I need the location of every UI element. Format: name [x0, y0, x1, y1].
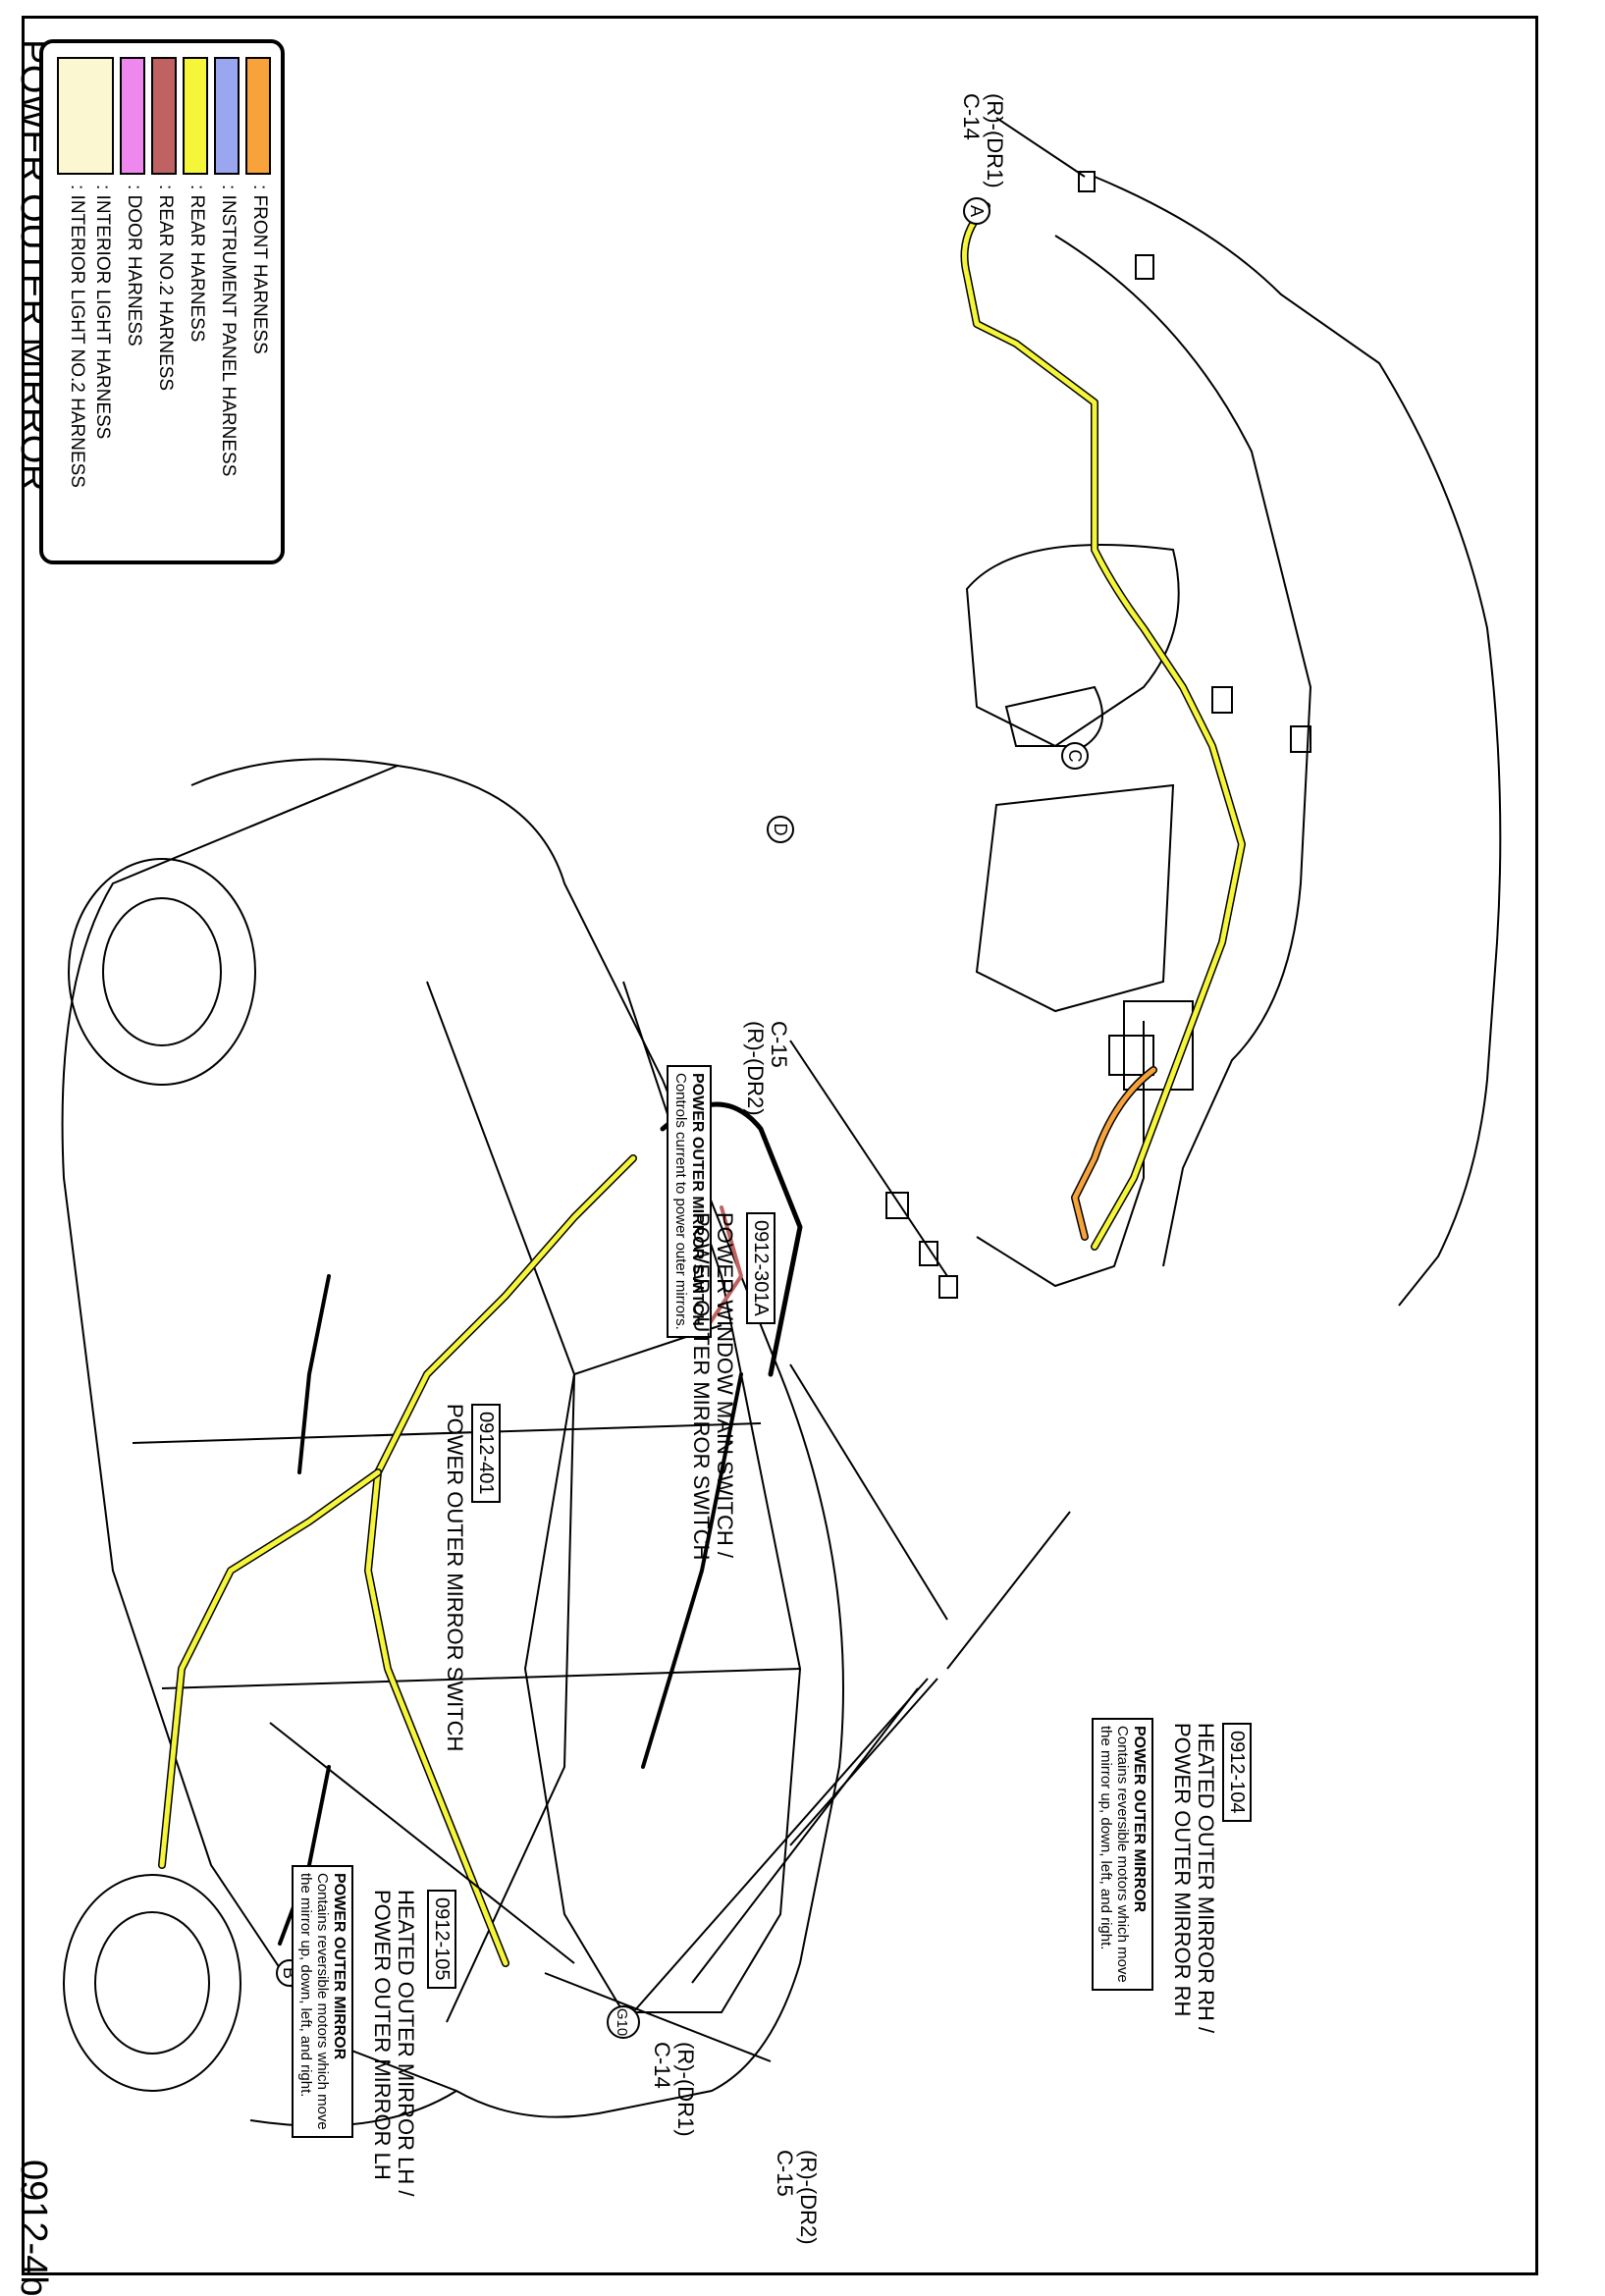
- armrest: [975, 783, 1175, 1013]
- switch-block-2: [1108, 1035, 1154, 1076]
- ref-0912-401[interactable]: 0912-401: [471, 1404, 501, 1503]
- speaker-outline: [1004, 685, 1103, 747]
- mirror-rh-description: POWER OUTER MIRROR Contains reversible m…: [1092, 1718, 1153, 1991]
- desc-text: the mirror up, down, left, and right.: [297, 1873, 314, 2098]
- leader-c15-top: [789, 1040, 948, 1277]
- car-body-outline: [61, 764, 844, 2118]
- connector: [1078, 171, 1096, 192]
- mirror-rh-label: HEATED OUTER MIRROR RH / POWER OUTER MIR…: [1170, 1723, 1218, 2034]
- connector: [1290, 725, 1311, 753]
- leader-c14-bottom: [691, 1687, 919, 1984]
- floor-line: [426, 981, 576, 2023]
- front-bumper: [190, 758, 399, 786]
- mirror-rh-line2: POWER OUTER MIRROR RH: [1170, 1723, 1195, 2017]
- leader-105: [789, 1678, 938, 1846]
- c14-bottom-line2: C-14: [650, 2042, 674, 2089]
- desc-text: Controls current to power outer mirrors.: [672, 1073, 689, 1330]
- front-wheel-inner: [102, 897, 222, 1046]
- desc-title: POWER OUTER MIRROR: [1131, 1726, 1148, 1913]
- door-lower: [976, 1021, 1145, 1288]
- ref-0912-105[interactable]: 0912-105: [427, 1890, 456, 1989]
- rear-wheel-inner: [94, 1911, 210, 2055]
- marker-c-label: C: [1065, 750, 1085, 763]
- door-panel-outline: [1094, 176, 1502, 1307]
- desc-text: Contains reversible motors which move: [1114, 1726, 1131, 1983]
- pw-main-switch-line2: POWER OUTER MIRROR SWITCH: [689, 1212, 714, 1561]
- desc-title: POWER OUTER MIRROR: [331, 1873, 348, 2060]
- rear-wheel: [63, 1874, 241, 2092]
- desc-text: the mirror up, down, left, and right.: [1097, 1726, 1114, 1950]
- c15-bottom-line2: C-15: [773, 2150, 797, 2197]
- rear-bumper: [249, 2090, 457, 2127]
- pw-main-switch-label: POWER WINDOW MAIN SWITCH / POWER OUTER M…: [689, 1212, 737, 1561]
- ref-0912-301a[interactable]: 0912-301A: [746, 1212, 776, 1324]
- marker-d-label: D: [771, 824, 790, 836]
- connector: [885, 1192, 909, 1219]
- c14-bottom-label: (R)-(DR1) C-14: [650, 2042, 698, 2137]
- c15-bottom-label: (R)-(DR2) C-15: [773, 2150, 821, 2245]
- door-panel-inner: [1054, 235, 1312, 1267]
- leader-c15-bottom: [544, 1972, 772, 2062]
- mirror-lh-label: HEATED OUTER MIRROR LH / POWER OUTER MIR…: [370, 1890, 418, 2197]
- switch-block: [1123, 1000, 1194, 1091]
- windshield: [523, 1324, 722, 2013]
- door-line-2: [161, 1668, 801, 1689]
- front-wheel: [68, 858, 256, 1086]
- c14-top-label: (R)-(DR1) C-14: [959, 93, 1007, 188]
- connector: [1135, 254, 1154, 280]
- leader-301a: [789, 1363, 948, 1621]
- mirror-rh-line1: HEATED OUTER MIRROR RH /: [1194, 1723, 1218, 2034]
- c14-bottom-line1: (R)-(DR1): [673, 2042, 698, 2137]
- ref-0912-104[interactable]: 0912-104: [1222, 1723, 1252, 1822]
- c15-top-label: C-15 (R)-(DR2): [743, 1021, 791, 1116]
- c15-bottom-line1: (R)-(DR2): [796, 2150, 821, 2245]
- mirror-switch-label: POWER OUTER MIRROR SWITCH: [443, 1404, 467, 1752]
- leader-104: [269, 1722, 575, 1964]
- connector: [1211, 686, 1233, 714]
- door-line: [132, 1422, 762, 1444]
- marker-a: [963, 197, 990, 225]
- c15-top-line1: C-15: [767, 1021, 791, 1068]
- marker-a-label: A: [967, 205, 987, 217]
- connector: [938, 1275, 958, 1299]
- marker-c: [1061, 742, 1089, 770]
- desc-text: Contains reversible motors which move: [314, 1873, 331, 2130]
- c15-top-line2: (R)-(DR2): [743, 1021, 768, 1116]
- door-trim: [965, 544, 1180, 748]
- mirror-lh-description: POWER OUTER MIRROR Contains reversible m…: [292, 1865, 353, 2138]
- marker-d: [767, 816, 794, 843]
- ground-g10-label: G10: [614, 2008, 630, 2036]
- leader-401: [946, 1511, 1071, 1670]
- c14-top-line2: C-14: [959, 93, 984, 140]
- mirror-lh-line2: POWER OUTER MIRROR LH: [370, 1890, 395, 2180]
- page-border: [22, 16, 1538, 2275]
- mirror-lh-line1: HEATED OUTER MIRROR LH /: [394, 1890, 418, 2197]
- connector: [919, 1241, 938, 1266]
- pw-main-switch-line1: POWER WINDOW MAIN SWITCH /: [713, 1212, 737, 1558]
- leader-g10: [632, 1678, 929, 2013]
- leader-c14-top: [995, 117, 1086, 178]
- c14-top-line1: (R)-(DR1): [983, 93, 1007, 188]
- ground-g10: [607, 2005, 640, 2039]
